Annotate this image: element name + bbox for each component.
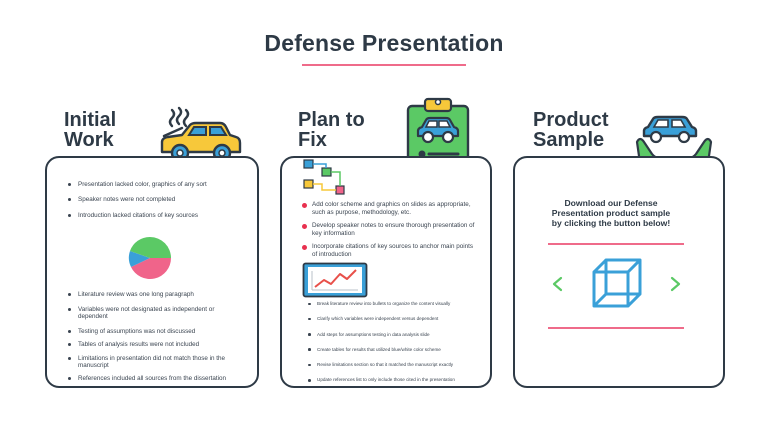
sample-divider-bottom (548, 327, 684, 329)
plan-to-fix-title: Plan to Fix (298, 110, 365, 150)
list-item: Presentation lacked color, graphics of a… (68, 181, 238, 189)
list-item: Incorporate citations of key sources to … (302, 243, 478, 258)
list-item: Speaker notes were not completed (68, 196, 238, 204)
plan-title-line2: Fix (298, 129, 327, 151)
list-item: Literature review was one long paragraph (68, 291, 240, 299)
list-item: Create tables for results that utilized … (308, 347, 482, 353)
cube-icon[interactable] (590, 256, 644, 310)
initial-title-line2: Work (64, 129, 114, 151)
list-item: Update references list to only include t… (308, 377, 482, 383)
pie-chart-icon (128, 236, 172, 280)
initial-bullets-bottom: Literature review was one long paragraph… (68, 291, 240, 382)
sample-title-line2: Sample (533, 129, 605, 151)
sample-description: Download our Defense Presentation produc… (551, 198, 671, 228)
list-item: Break literature review into bullets to … (308, 301, 482, 307)
initial-work-title: Initial Work (64, 110, 116, 150)
smoking-car-icon (160, 106, 242, 163)
list-item: Add steps for assumptions testing in dat… (308, 332, 482, 338)
list-item: Limitations in presentation did not matc… (68, 355, 240, 370)
list-item: Revise limitations section so that it ma… (308, 362, 482, 368)
product-sample-title: Product Sample (533, 110, 609, 150)
line-chart-icon (302, 262, 368, 298)
chevron-right-icon[interactable] (670, 276, 682, 292)
sample-title-line1: Product (533, 109, 609, 131)
plan-bullets-bottom: Break literature review into bullets to … (308, 301, 482, 393)
page-title: Defense Presentation (264, 30, 504, 56)
list-item: Develop speaker notes to ensure thorough… (302, 222, 478, 237)
list-item: Add color scheme and graphics on slides … (302, 201, 478, 216)
chevron-left-icon[interactable] (551, 276, 563, 292)
list-item: Introduction lacked citations of key sou… (68, 212, 238, 220)
flowchart-icon (303, 159, 345, 195)
plan-bullets-top: Add color scheme and graphics on slides … (302, 201, 478, 265)
initial-bullets-top: Presentation lacked color, graphics of a… (68, 181, 238, 220)
list-item: Variables were not designated as indepen… (68, 306, 240, 321)
list-item: Clarify which variables were independent… (308, 316, 482, 322)
title-underline (302, 64, 466, 66)
initial-title-line1: Initial (64, 109, 117, 131)
list-item: References included all sources from the… (68, 375, 240, 383)
sample-divider-top (548, 243, 684, 245)
list-item: Tables of analysis results were not incl… (68, 341, 240, 349)
list-item: Testing of assumptions was not discussed (68, 328, 240, 336)
plan-title-line1: Plan to (298, 109, 365, 131)
